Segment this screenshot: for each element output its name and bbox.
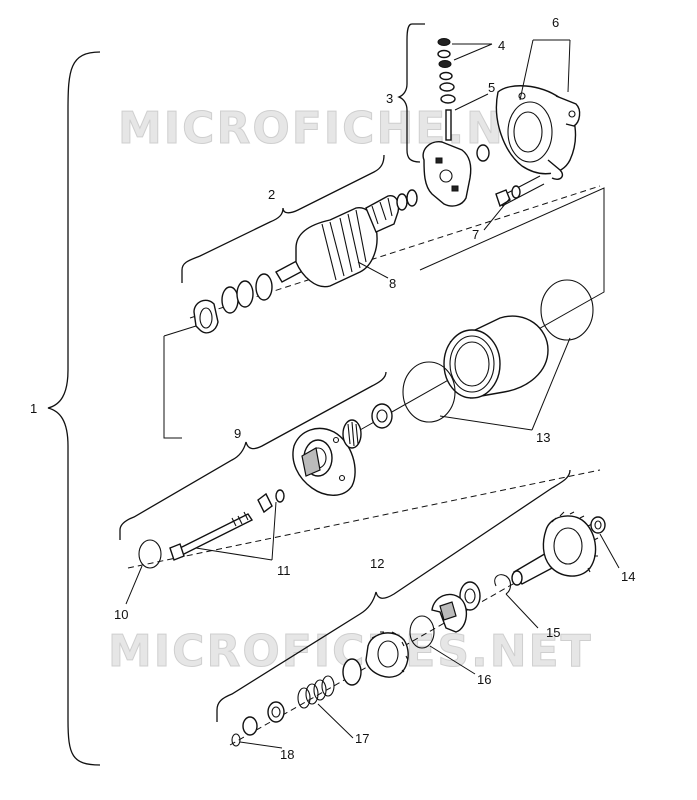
brace-group-2 (181, 154, 385, 283)
callout-1: 1 (30, 401, 37, 416)
nut-washer-stack (437, 38, 456, 141)
brace-assembly-1 (47, 51, 101, 766)
drive-end-housing (292, 427, 356, 496)
watermark-bottom: MICROFICHES.NET (108, 626, 593, 677)
callout-3: 3 (386, 91, 393, 106)
callout-15: 15 (546, 625, 560, 640)
washer-14 (590, 516, 606, 534)
callout-12: 12 (370, 556, 384, 571)
callout-8: 8 (389, 276, 396, 291)
washer-lower (267, 701, 285, 723)
leader-lines (125, 39, 620, 749)
brace-group-9 (119, 371, 387, 540)
callout-9: 9 (234, 426, 241, 441)
field-housing (443, 315, 549, 399)
o-ring-10 (138, 539, 162, 569)
clutch-housing (431, 581, 481, 633)
o-ring-16 (409, 615, 435, 649)
screw (495, 175, 545, 208)
watermark-top: MICROFICHE.NET (118, 103, 569, 154)
spring-17 (297, 675, 335, 709)
callout-10: 10 (114, 607, 128, 622)
needle-bearing (342, 419, 362, 449)
o-ring-right (540, 279, 594, 341)
armature (275, 195, 400, 288)
callout-5: 5 (488, 80, 495, 95)
callout-6: 6 (552, 15, 559, 30)
through-bolts (169, 489, 285, 561)
callout-13: 13 (536, 430, 550, 445)
callout-16: 16 (477, 672, 491, 687)
snap-ring-15 (494, 574, 512, 595)
clip-18 (231, 733, 241, 747)
o-ring-left (402, 361, 456, 423)
brace-group-3 (397, 23, 425, 163)
end-cap (495, 85, 581, 180)
callout-11: 11 (277, 563, 291, 578)
callout-7: 7 (472, 227, 479, 242)
pinion-gear-shaft (511, 511, 599, 586)
callout-14: 14 (621, 569, 635, 584)
callout-4: 4 (498, 38, 505, 53)
callout-2: 2 (268, 187, 275, 202)
brace-group-12 (216, 469, 571, 722)
bearing-seal (371, 403, 393, 429)
callout-17: 17 (355, 731, 369, 746)
washer-small (242, 716, 258, 736)
overrunning-clutch (365, 631, 409, 678)
armature-washers (193, 189, 418, 334)
callout-18: 18 (280, 747, 294, 762)
brush-plate (422, 141, 472, 207)
bushing (476, 144, 490, 162)
collar (342, 658, 362, 686)
lower-axis-line (127, 469, 601, 569)
